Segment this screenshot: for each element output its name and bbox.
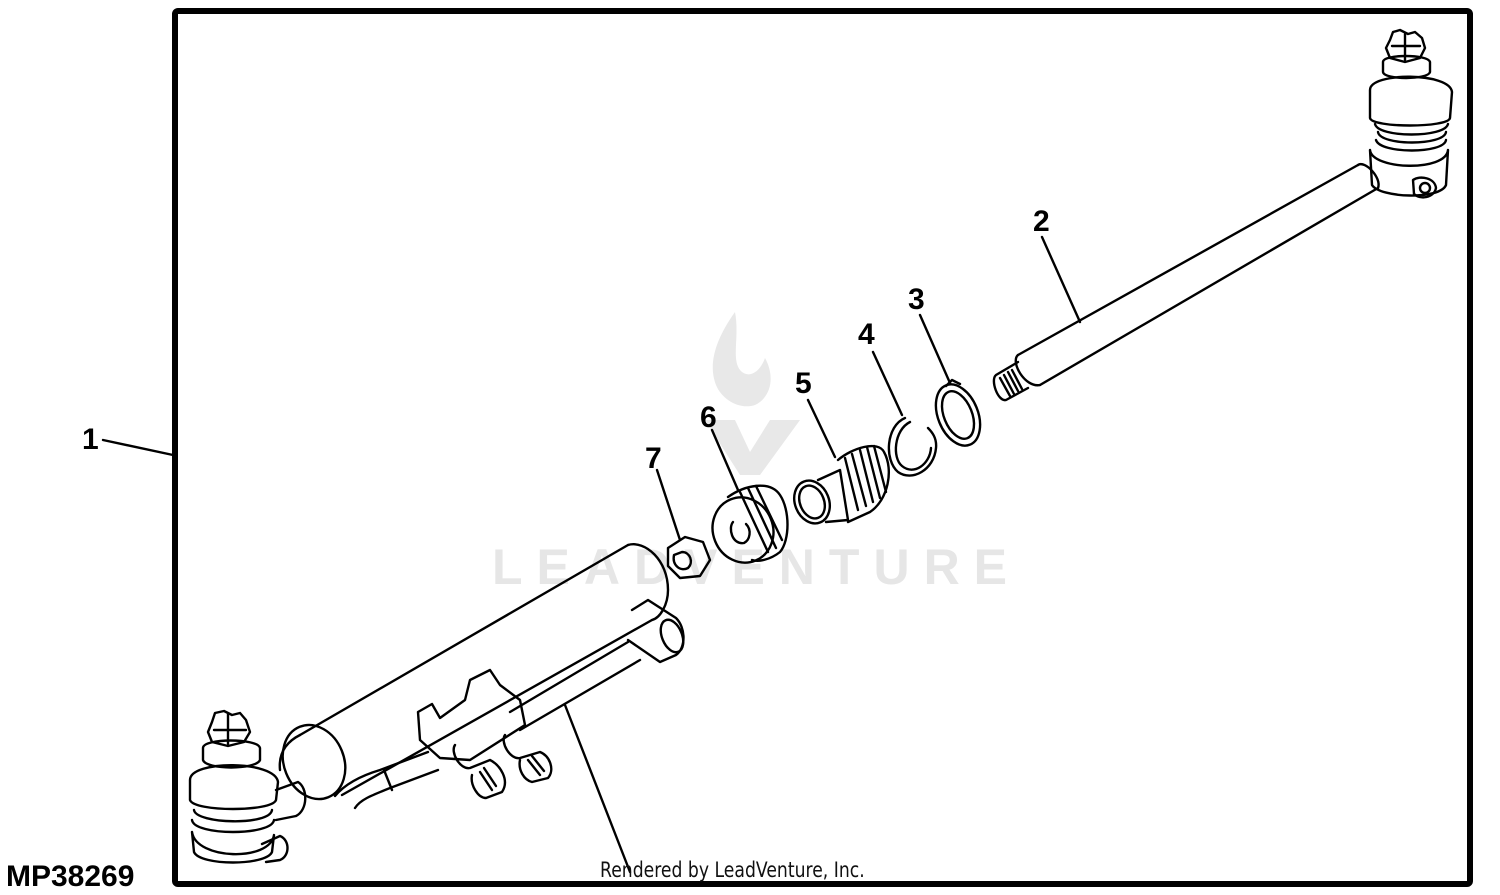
snap-ring bbox=[918, 313, 982, 447]
steering-cylinder bbox=[278, 543, 685, 874]
callout-5: 5 bbox=[795, 367, 812, 400]
boot bbox=[793, 398, 891, 525]
callout-1: 1 bbox=[82, 423, 99, 456]
tie-rod bbox=[992, 162, 1380, 402]
nut bbox=[655, 468, 712, 580]
callout-2: 2 bbox=[1033, 205, 1050, 238]
right-ball-joint bbox=[1368, 28, 1454, 199]
left-ball-joint bbox=[188, 709, 307, 864]
watermark-logo-icon bbox=[705, 312, 800, 475]
assembly-frame bbox=[172, 8, 1473, 887]
footer-credit: Rendered by LeadVenture, Inc. bbox=[600, 858, 865, 882]
figure-id: MP38269 bbox=[6, 860, 135, 893]
callout-7: 7 bbox=[645, 442, 662, 475]
callout-3: 3 bbox=[908, 283, 925, 316]
retaining-ring bbox=[871, 350, 938, 477]
plug bbox=[710, 428, 789, 564]
callout-6: 6 bbox=[700, 401, 717, 434]
watermark-text: LEADVENTURE bbox=[492, 539, 1022, 595]
callout-4: 4 bbox=[858, 318, 875, 351]
